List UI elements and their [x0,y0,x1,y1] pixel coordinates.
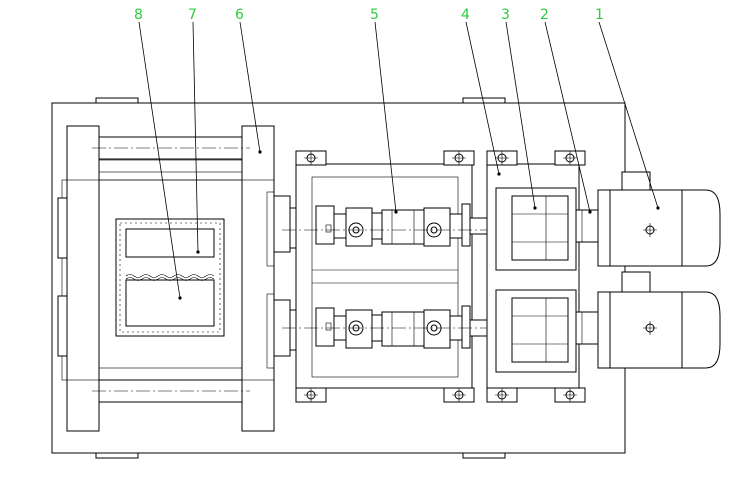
motor-lower [609,271,721,369]
callout-5: 5 [370,7,379,23]
callout-4: 4 [461,7,470,23]
callout-1: 1 [595,7,604,23]
roll-stand [57,125,275,432]
bolt-crosshair [304,151,318,165]
lower-spindle [282,305,720,349]
reducer-lower [495,289,577,373]
bolt-crosshair [495,388,509,402]
motor-upper [609,171,721,267]
bolt-crosshair [563,388,577,402]
bolt-crosshair [563,151,577,165]
callout-8: 8 [134,7,143,23]
bolt-crosshair [452,151,466,165]
callout-2: 2 [540,7,549,23]
callout-3: 3 [501,7,510,23]
callout-6: 6 [235,7,244,23]
bolt-markers [304,151,657,402]
bolt-crosshair [495,151,509,165]
bolt-crosshair [304,388,318,402]
couplings [575,189,611,369]
leader-lines [138,21,660,300]
spindle-frame [295,150,475,403]
reducer-upper [495,187,577,271]
bolt-crosshair [643,223,657,237]
callout-7: 7 [188,7,197,23]
callout-labels: 1 2 3 4 5 6 7 8 [134,7,604,23]
bolt-crosshair [452,388,466,402]
roll-window [115,218,225,337]
bolt-crosshair [643,321,657,335]
